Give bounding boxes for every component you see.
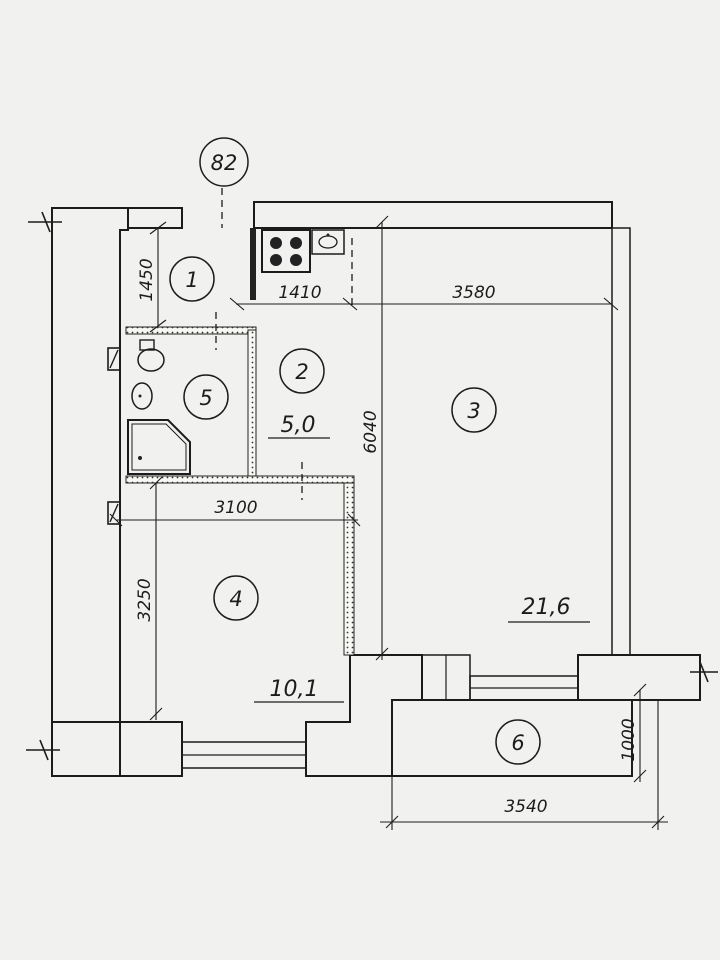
room-dividers [215, 188, 353, 500]
kitchen-sink-icon [311, 229, 345, 255]
balcony-outline [391, 699, 633, 777]
apartment-number-badge [199, 137, 249, 187]
dimension-hall-depth: 1450 [137, 258, 157, 301]
area-underlines [254, 437, 590, 703]
break-line-bottom-left [26, 739, 60, 761]
room-badge [279, 348, 325, 394]
bottom-wall-right [577, 654, 701, 701]
room-badge [183, 374, 229, 420]
dimension-labels: 1450 1410 3580 6040 3100 3250 3540 1000 [135, 258, 639, 817]
right-outer-wall [604, 227, 631, 656]
room-number: 5 [199, 386, 212, 410]
bathroom-sink-icon [131, 382, 153, 410]
shower-tray-icon [127, 419, 191, 475]
bath-top-partition [125, 326, 257, 335]
room-badge [495, 719, 541, 765]
room-area: 21,6 [522, 595, 571, 620]
room-number: 6 [511, 731, 524, 755]
vent-icon [107, 347, 121, 371]
kitchen-partition [343, 482, 355, 656]
dimension-lines [109, 215, 668, 830]
bath-bottom-partition [125, 475, 355, 484]
room-number: 2 [295, 360, 308, 384]
room-area: 10,1 [270, 677, 319, 702]
room-badge [213, 575, 259, 621]
bath-right-partition [247, 329, 257, 479]
dimension-kitchen-length: 3250 [135, 578, 155, 621]
room-number: 1 [185, 268, 198, 292]
fixtures [107, 229, 345, 525]
top-wall-right [253, 201, 613, 229]
dimension-living-length: 6040 [361, 410, 381, 453]
walls [26, 201, 718, 777]
dimension-corridor-width: 1410 [278, 283, 321, 303]
bottom-wall-left [51, 721, 183, 777]
room-number: 4 [229, 587, 242, 611]
break-line-right [690, 661, 718, 683]
room-badge [169, 256, 215, 302]
room-area: 5,0 [281, 413, 316, 438]
bottom-wall-mid [305, 654, 423, 777]
dimension-balcony-depth: 1000 [619, 718, 639, 761]
room-badge [451, 387, 497, 433]
toilet-icon [137, 339, 165, 372]
room-labels: 82 1 2 5,0 3 21,6 4 10,1 5 6 [169, 137, 571, 765]
hall-partition [250, 228, 256, 300]
break-line-top-left [28, 211, 62, 233]
dimension-balcony-width: 3540 [504, 797, 547, 817]
apartment-number: 82 [211, 151, 238, 175]
left-outer-wall [51, 207, 129, 777]
stove-icon [261, 229, 311, 273]
vent-icon [107, 501, 121, 525]
room-number: 3 [467, 399, 480, 423]
dimension-living-width: 3580 [452, 283, 495, 303]
top-wall-left [127, 207, 183, 229]
dimension-kitchen-width: 3100 [214, 498, 257, 518]
